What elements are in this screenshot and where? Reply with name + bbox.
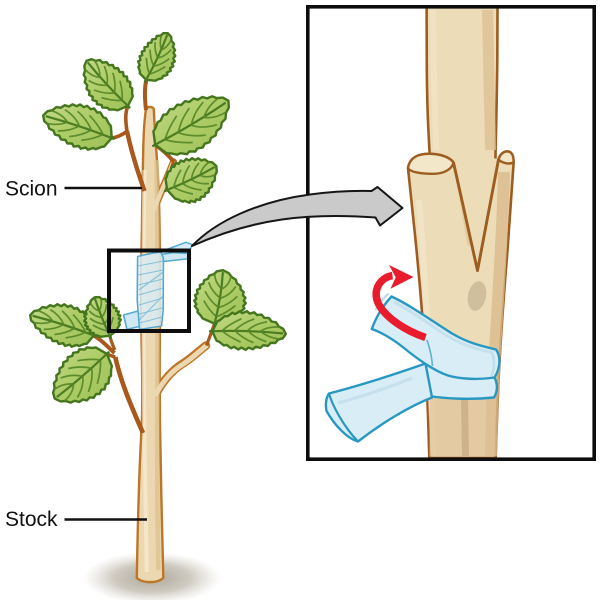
svg-text:Stock: Stock bbox=[5, 508, 58, 531]
svg-text:Scion: Scion bbox=[5, 178, 58, 201]
